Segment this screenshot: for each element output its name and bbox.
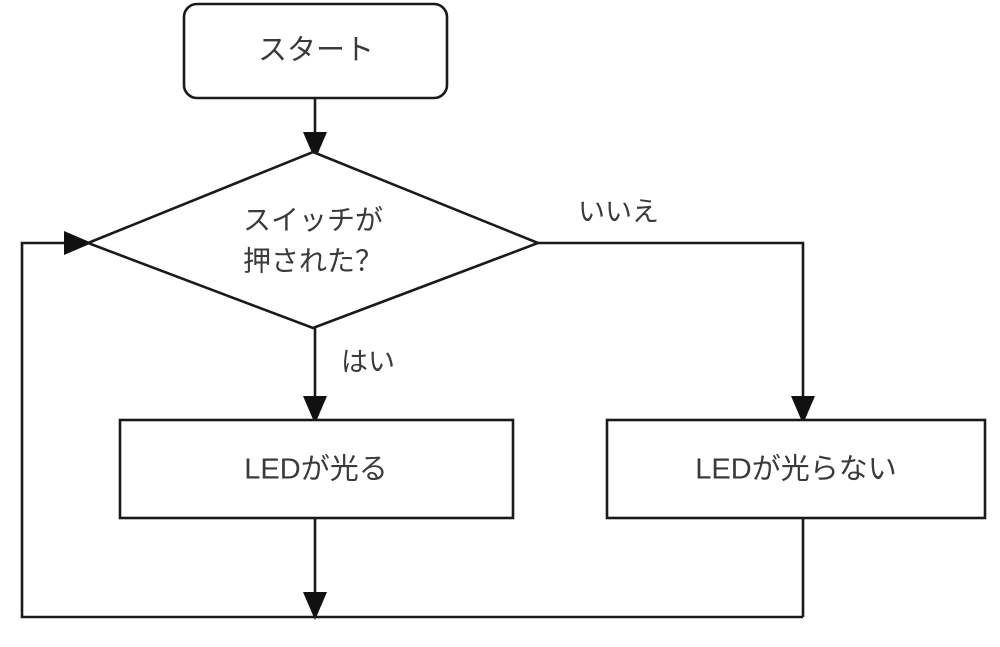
- process-led-on-label: LEDが光る: [244, 453, 387, 486]
- edge-loop-back-to-decision: [20, 241, 803, 619]
- arrowhead-start-to-decision: [303, 132, 327, 160]
- decision-node-shape: [84, 150, 542, 330]
- node-decision[interactable]: スイッチが 押された？: [84, 150, 542, 330]
- decision-node-label-line2: 押された？: [243, 245, 383, 276]
- edge-label-no: いいえ: [578, 197, 659, 227]
- process-led-off-label: LEDが光らない: [695, 453, 896, 486]
- edge-label-yes: はい: [341, 347, 395, 377]
- decision-node-label-line1: スイッチが: [243, 204, 383, 235]
- process-led-off-shape: [605, 418, 987, 520]
- edge-decision-no-to-process: [538, 241, 805, 420]
- arrowhead-decision-no: [791, 396, 815, 424]
- start-node-label: スタート: [258, 35, 374, 67]
- node-process-led-off[interactable]: LEDが光らない: [605, 418, 987, 520]
- start-node-shape: [182, 2, 449, 100]
- arrowhead-process-yes-merge: [303, 592, 327, 620]
- node-process-led-on[interactable]: LEDが光る: [118, 418, 515, 520]
- process-led-on-shape: [118, 418, 515, 520]
- arrowhead-decision-yes: [303, 396, 327, 424]
- node-start[interactable]: スタート: [182, 2, 449, 100]
- arrowhead-loop-back: [64, 231, 92, 255]
